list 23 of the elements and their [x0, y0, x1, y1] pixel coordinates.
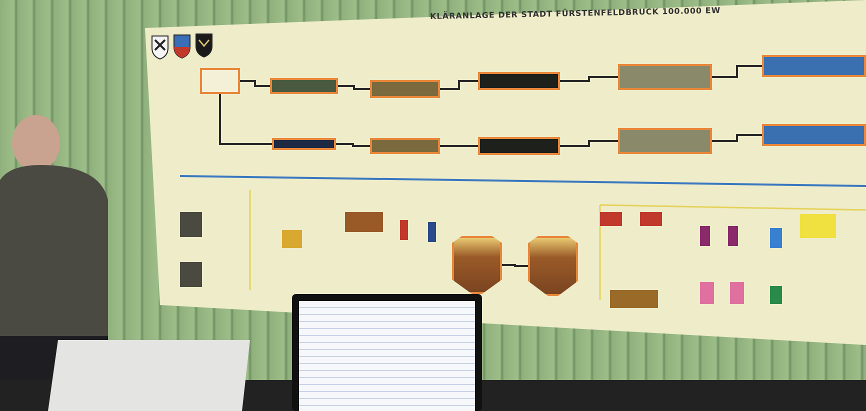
- pipe-line: [712, 134, 762, 142]
- basin-tank: [478, 137, 560, 155]
- pipe-line: [336, 143, 370, 147]
- basin-tank: [272, 138, 336, 150]
- pipe-line: [219, 94, 272, 145]
- pipe-line: [240, 80, 270, 87]
- basin-tank: [618, 64, 712, 90]
- pipe-line: [560, 76, 618, 82]
- basin-tank: [618, 128, 712, 154]
- pipe-line: [502, 264, 528, 267]
- basin-tank: [762, 55, 866, 77]
- pipe-line: [440, 80, 478, 90]
- pipe-line: [560, 140, 618, 147]
- basin-tank: [200, 68, 240, 94]
- basin-tank: [270, 78, 338, 94]
- pipe-line: [440, 145, 478, 147]
- basin-tank: [370, 138, 440, 154]
- basin-tank: [762, 124, 866, 146]
- pipe-line: [712, 65, 762, 78]
- pipe-line: [338, 85, 370, 90]
- panel-title: KLÄRANLAGE DER STADT FÜRSTENFELDBRUCK 100.000 EW: [430, 6, 720, 22]
- basin-tank: [370, 80, 440, 98]
- basin-tank: [478, 72, 560, 90]
